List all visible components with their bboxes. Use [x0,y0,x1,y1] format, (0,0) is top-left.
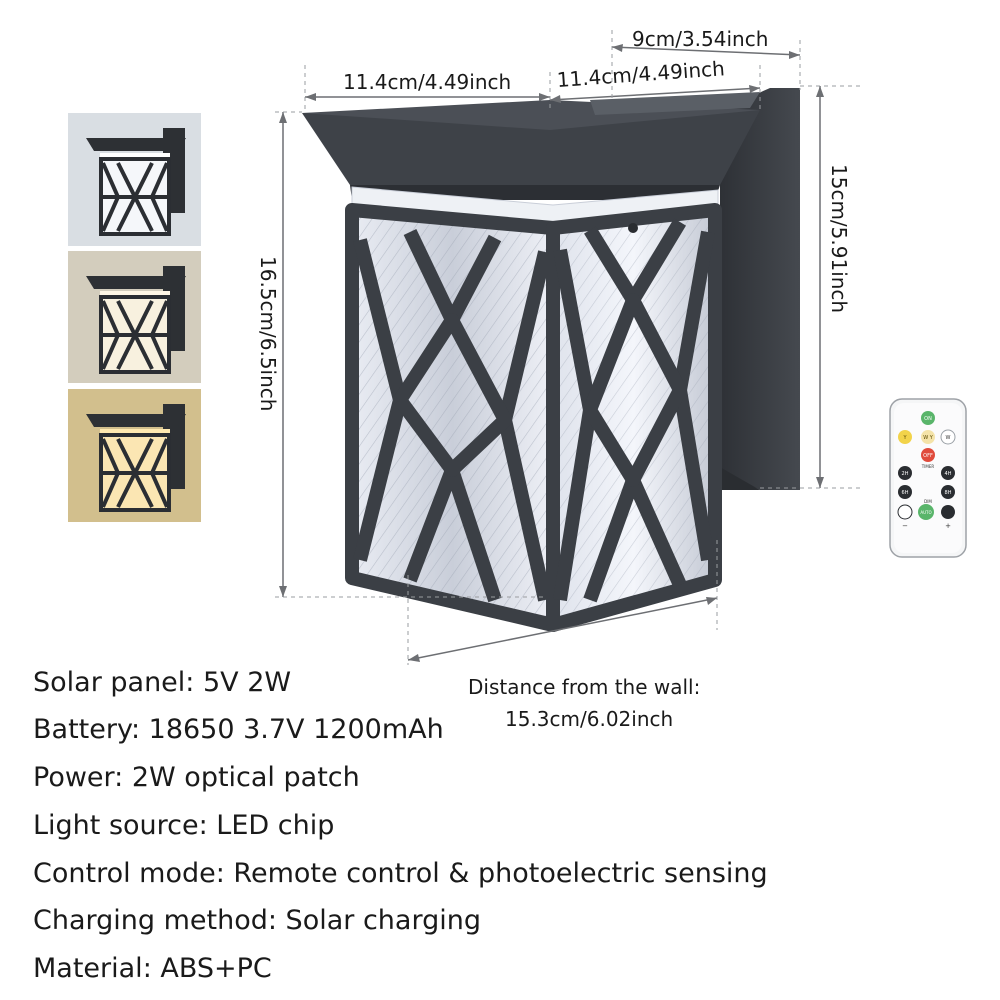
dim-plus-button [941,505,955,519]
warm-white-button [921,430,935,444]
spec-material: Material: ABS+PC [33,953,272,984]
spec-light-source: Light source: LED chip [33,810,335,841]
remote-timer-label: TIMER [921,464,935,469]
on-button [921,411,935,425]
remote-control: ON Y W Y W OFF TIMER 2H 4H 6H 8H DIM AUT… [889,398,967,558]
wall-bracket [720,88,800,490]
timer-8h-button [941,485,955,499]
remote-off-label: OFF [923,453,933,459]
spec-power: Power: 2W optical patch [33,762,360,793]
wall-distance-value: 15.3cm/6.02inch [505,707,674,731]
front-height-label: 16.5cm/6.5inch [256,256,280,412]
spec-charging-method: Charging method: Solar charging [33,905,481,936]
remote-6h-label: 6H [902,490,909,496]
remote-dim-label: DIM [924,499,932,504]
warm-white-preview [68,389,201,522]
timer-6h-button [898,485,912,499]
remote-y-label: Y [902,435,907,441]
timer-2h-button [898,466,912,480]
frame-right [546,203,722,632]
solar-cap [302,110,760,185]
remote-minus-label: − [902,522,908,530]
spec-solar-panel: Solar panel: 5V 2W [33,667,292,698]
white-button [940,429,956,445]
auto-button [918,504,934,520]
spec-battery: Battery: 18650 3.7V 1200mAh [33,714,444,745]
remote-w-label: W [946,435,951,441]
remote-8h-label: 8H [945,490,952,496]
remote-2h-label: 2H [902,471,909,477]
cool-white-preview [68,113,201,246]
yellow-button [898,430,912,444]
dim-minus-button [897,504,913,520]
spec-control-mode: Control mode: Remote control & photoelec… [33,858,768,889]
remote-auto-label: AUTO [920,510,931,515]
lamp-illustration [275,30,860,665]
dimension-lines [282,46,821,661]
off-button [921,448,935,462]
back-width-label: 9cm/3.54inch [632,27,769,51]
wall-distance-label: Distance from the wall: [468,675,701,699]
remote-4h-label: 4H [945,471,952,477]
remote-wy-label: W Y [923,435,934,441]
remote-plus-label: + [945,522,951,530]
back-height-label: 15cm/5.91inch [827,164,851,314]
timer-4h-button [941,466,955,480]
top-width-label: 11.4cm/4.49inch [343,70,512,94]
remote-on-label: ON [924,416,932,422]
neutral-white-preview [68,251,201,383]
